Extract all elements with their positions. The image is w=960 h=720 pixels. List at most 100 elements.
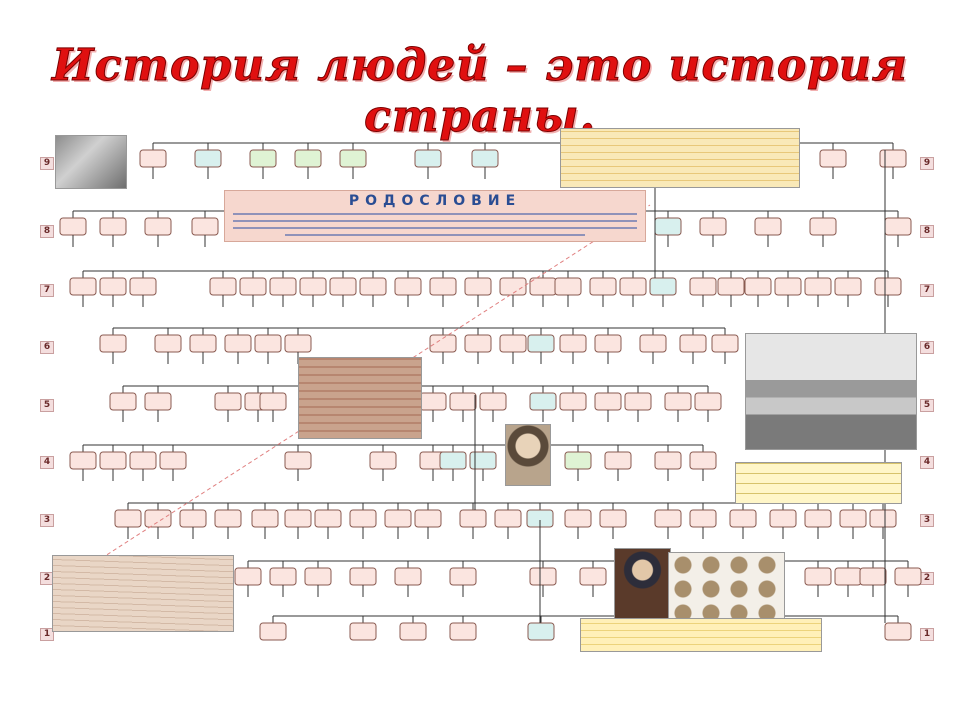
generation-number: 9 xyxy=(920,157,934,170)
person-box xyxy=(664,392,692,411)
generation-number: 6 xyxy=(920,341,934,354)
generation-number: 6 xyxy=(40,341,54,354)
generation-number: 8 xyxy=(920,225,934,238)
person-box xyxy=(527,622,555,641)
generation-number: 5 xyxy=(920,399,934,412)
person-box xyxy=(284,451,312,470)
person-box xyxy=(464,277,492,296)
person-box xyxy=(869,509,897,528)
person-box xyxy=(429,277,457,296)
person-box xyxy=(654,451,682,470)
person-box xyxy=(99,277,127,296)
person-box xyxy=(144,392,172,411)
person-box xyxy=(494,509,522,528)
person-box xyxy=(559,334,587,353)
person-box xyxy=(529,392,557,411)
illegible-text-line xyxy=(233,213,637,215)
person-box xyxy=(191,217,219,236)
memorial-plaque-photo xyxy=(55,135,127,189)
person-box xyxy=(754,217,782,236)
generation-number: 8 xyxy=(40,225,54,238)
person-box xyxy=(859,567,887,586)
person-box xyxy=(589,277,617,296)
person-box xyxy=(619,277,647,296)
person-box xyxy=(394,277,422,296)
person-box xyxy=(439,451,467,470)
genealogy-header-band: РОДОСЛОВИЕ xyxy=(224,190,646,242)
person-box xyxy=(529,277,557,296)
old-manuscript-photo xyxy=(298,357,422,439)
person-box xyxy=(194,149,222,168)
person-box xyxy=(499,334,527,353)
person-box xyxy=(214,392,242,411)
person-box xyxy=(269,567,297,586)
person-box xyxy=(69,277,97,296)
person-box xyxy=(834,277,862,296)
person-box xyxy=(649,277,677,296)
person-box xyxy=(99,217,127,236)
person-box xyxy=(711,334,739,353)
person-box xyxy=(349,622,377,641)
person-box xyxy=(314,509,342,528)
person-box xyxy=(179,509,207,528)
person-box xyxy=(804,509,832,528)
person-box xyxy=(239,277,267,296)
person-box xyxy=(99,451,127,470)
person-box xyxy=(464,334,492,353)
person-box xyxy=(399,622,427,641)
person-box xyxy=(139,149,167,168)
person-box xyxy=(479,392,507,411)
data-table-image xyxy=(735,462,902,504)
generation-number: 7 xyxy=(920,284,934,297)
generation-number: 4 xyxy=(920,456,934,469)
person-box xyxy=(224,334,252,353)
person-box xyxy=(369,451,397,470)
generation-number: 9 xyxy=(40,157,54,170)
notes-text-block xyxy=(580,618,822,652)
person-box xyxy=(564,451,592,470)
person-box xyxy=(679,334,707,353)
person-box xyxy=(259,622,287,641)
emperor-portrait xyxy=(614,548,671,620)
person-box xyxy=(774,277,802,296)
generation-number: 4 xyxy=(40,456,54,469)
person-box xyxy=(804,567,832,586)
coins-photo xyxy=(668,552,785,626)
generation-number: 1 xyxy=(920,628,934,641)
person-box xyxy=(459,509,487,528)
person-box xyxy=(744,277,772,296)
person-box xyxy=(249,149,277,168)
person-box xyxy=(419,392,447,411)
person-box xyxy=(394,567,422,586)
person-box xyxy=(329,277,357,296)
person-box xyxy=(594,334,622,353)
person-box xyxy=(624,392,652,411)
person-box xyxy=(414,509,442,528)
person-box xyxy=(819,149,847,168)
person-box xyxy=(99,334,127,353)
person-box xyxy=(269,277,297,296)
person-box xyxy=(129,451,157,470)
person-box xyxy=(259,392,287,411)
person-box xyxy=(594,392,622,411)
person-box xyxy=(554,277,582,296)
person-box xyxy=(469,451,497,470)
person-box xyxy=(114,509,142,528)
person-box xyxy=(884,622,912,641)
illegible-text-line xyxy=(285,234,585,236)
person-box xyxy=(254,334,282,353)
person-box xyxy=(109,392,137,411)
person-box xyxy=(69,451,97,470)
person-box xyxy=(159,451,187,470)
person-box xyxy=(809,217,837,236)
person-box xyxy=(304,567,332,586)
person-box xyxy=(294,149,322,168)
person-box xyxy=(449,622,477,641)
person-box xyxy=(884,217,912,236)
landscape-photo xyxy=(745,333,917,450)
person-box xyxy=(527,334,555,353)
slide-title: История людей – это история страны. xyxy=(52,40,908,143)
generation-number: 5 xyxy=(40,399,54,412)
illegible-text-line xyxy=(233,227,637,229)
person-box xyxy=(654,509,682,528)
